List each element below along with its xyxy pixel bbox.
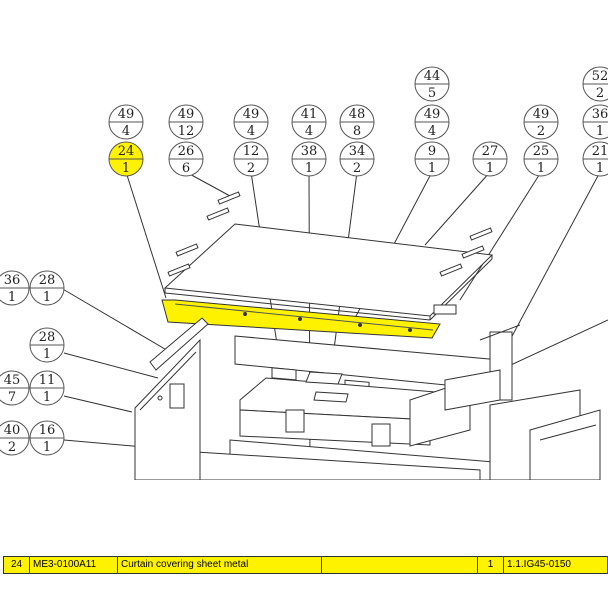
balloon-quantity: 2	[8, 440, 16, 455]
balloon-b-45-7: 457	[0, 370, 30, 406]
balloon-item-number: 11	[39, 373, 56, 388]
balloon-b-40-2: 402	[0, 420, 30, 456]
balloon-item-number: 28	[39, 330, 56, 345]
balloon-b-34-2: 342	[339, 141, 375, 177]
balloon-b-36-1-r: 361	[582, 104, 608, 140]
balloon-quantity: 1	[596, 161, 604, 176]
curtain-covering-sheet-metal	[161, 299, 441, 339]
balloon-b-21-1: 211	[582, 141, 608, 177]
cell-quantity: 1	[477, 556, 504, 574]
balloon-item-number: 49	[118, 107, 135, 122]
balloon-b-28-1-b: 281	[29, 327, 65, 363]
machine-body	[195, 324, 601, 480]
balloon-item-number: 26	[178, 144, 195, 159]
balloon-b-24-1: 241	[108, 141, 144, 177]
balloon-item-number: 36	[592, 107, 608, 122]
balloon-quantity: 2	[247, 161, 255, 176]
balloon-b-28-1-a: 281	[29, 270, 65, 306]
balloon-quantity: 1	[122, 161, 130, 176]
balloon-quantity: 1	[537, 161, 545, 176]
balloon-b-11-1: 111	[29, 370, 65, 406]
balloon-quantity: 1	[43, 347, 51, 362]
balloon-b-49-4-a: 494	[108, 104, 144, 140]
balloon-quantity: 1	[305, 161, 313, 176]
left-side-panel	[134, 317, 209, 480]
balloon-item-number: 36	[4, 273, 21, 288]
balloon-item-number: 25	[533, 144, 550, 159]
balloon-quantity: 1	[8, 290, 16, 305]
balloon-b-48-8: 488	[339, 104, 375, 140]
balloon-quantity: 1	[43, 390, 51, 405]
balloon-quantity: 4	[428, 124, 436, 139]
balloon-item-number: 41	[301, 107, 318, 122]
balloon-b-25-1: 251	[523, 141, 559, 177]
balloon-b-44-5: 445	[414, 66, 450, 102]
balloon-item-number: 28	[39, 273, 56, 288]
balloon-item-number: 27	[482, 144, 499, 159]
cell-reference: 1.1.IG45-0150	[503, 556, 608, 574]
cell-description: Curtain covering sheet metal	[117, 556, 322, 574]
exploded-assembly-diagram: 4942414912266494122414381488342445494912…	[0, 66, 608, 480]
balloon-quantity: 4	[122, 124, 130, 139]
balloon-item-number: 12	[243, 144, 260, 159]
balloon-item-number: 49	[424, 107, 441, 122]
balloon-b-49-4-b: 494	[233, 104, 269, 140]
cell-specification	[321, 556, 478, 574]
balloon-quantity: 1	[596, 124, 604, 139]
balloon-b-27-1: 271	[472, 141, 508, 177]
balloon-item-number: 40	[4, 423, 21, 438]
cell-item-number: 24	[3, 556, 30, 574]
balloon-b-49-4-c: 494	[414, 104, 450, 140]
balloon-item-number: 44	[424, 69, 441, 84]
balloon-quantity: 12	[178, 124, 195, 139]
balloons: 4942414912266494122414381488342445494912…	[0, 66, 608, 456]
balloon-item-number: 49	[178, 107, 195, 122]
balloon-item-number: 16	[39, 423, 56, 438]
balloon-b-12-2: 122	[233, 141, 269, 177]
balloon-item-number: 48	[349, 107, 366, 122]
balloon-quantity: 1	[43, 440, 51, 455]
balloon-b-38-1: 381	[291, 141, 327, 177]
balloon-quantity: 4	[247, 124, 255, 139]
balloon-item-number: 49	[533, 107, 550, 122]
balloon-item-number: 38	[301, 144, 318, 159]
balloon-quantity: 8	[353, 124, 361, 139]
balloon-item-number: 52	[592, 69, 608, 84]
balloon-quantity: 2	[353, 161, 361, 176]
balloon-item-number: 49	[243, 107, 260, 122]
balloon-b-9-1: 91	[414, 141, 450, 177]
balloon-quantity: 7	[8, 390, 16, 405]
top-cover-plate	[163, 191, 494, 321]
balloon-item-number: 24	[118, 144, 135, 159]
parts-table: 24 ME3-0100A11 Curtain covering sheet me…	[3, 556, 608, 574]
table-row[interactable]: 24 ME3-0100A11 Curtain covering sheet me…	[3, 556, 608, 574]
balloon-quantity: 1	[43, 290, 51, 305]
balloon-b-49-2: 492	[523, 104, 559, 140]
balloon-quantity: 2	[596, 86, 604, 101]
balloon-b-26-6: 266	[168, 141, 204, 177]
balloon-quantity: 2	[537, 124, 545, 139]
balloon-b-16-1: 161	[29, 420, 65, 456]
balloon-quantity: 1	[486, 161, 494, 176]
balloon-item-number: 21	[592, 144, 608, 159]
balloon-item-number: 34	[349, 144, 366, 159]
cell-part-code: ME3-0100A11	[29, 556, 118, 574]
balloon-b-41-4: 414	[291, 104, 327, 140]
balloon-quantity: 6	[182, 161, 190, 176]
balloon-item-number: 9	[428, 144, 436, 159]
balloon-quantity: 1	[428, 161, 436, 176]
balloon-quantity: 4	[305, 124, 313, 139]
balloon-b-36-1-l: 361	[0, 270, 30, 306]
balloon-item-number: 45	[4, 373, 21, 388]
balloon-quantity: 5	[428, 86, 436, 101]
balloon-b-52-2: 522	[582, 66, 608, 102]
